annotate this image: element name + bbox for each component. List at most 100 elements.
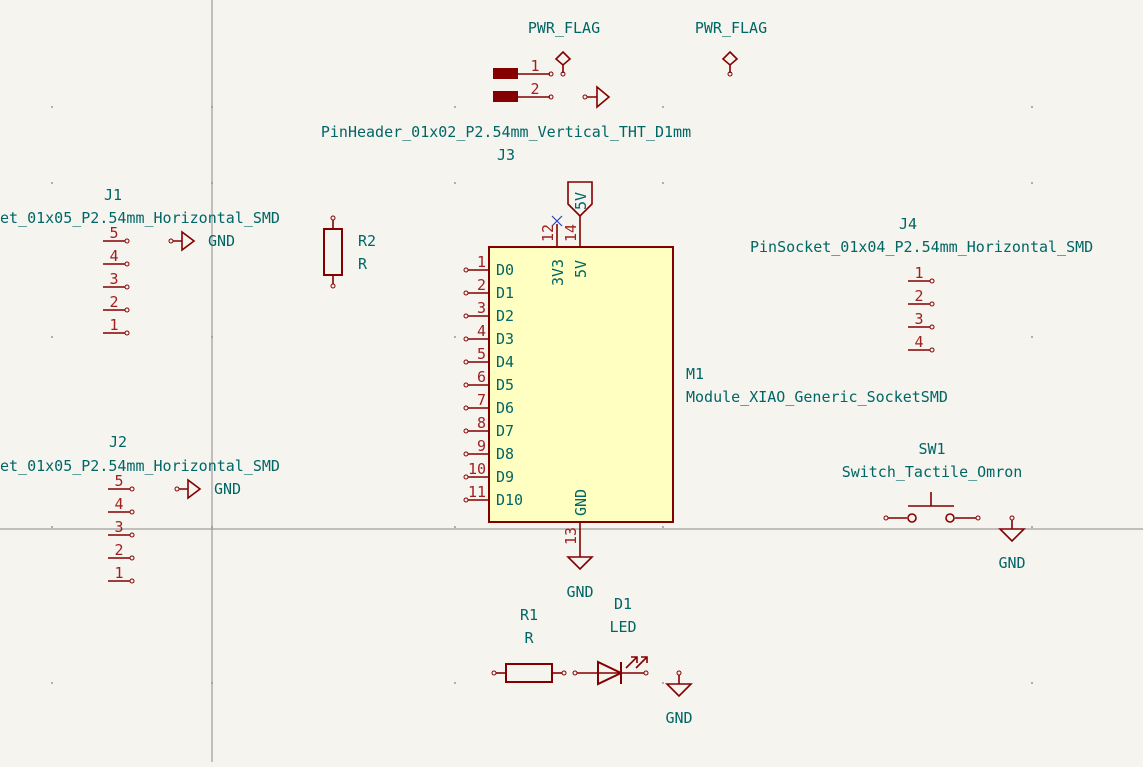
pin-endpoint [463,474,469,480]
component-value: PinSocket_01x04_P2.54mm_Horizontal_SMD [750,238,1093,256]
gnd-label: GND [208,232,235,250]
grid-dot [662,526,664,528]
gnd-symbol-d1[interactable]: GND [665,670,693,727]
power-5v-symbol[interactable]: 5V [567,181,593,218]
pin-number: 2 [114,541,123,559]
power-label: 5V [572,192,590,210]
pin-endpoint [929,347,935,353]
component-ref: J2 [109,433,127,451]
pin-endpoint [124,238,130,244]
pin-number: 2 [914,287,923,305]
pin-number: 1 [914,264,923,282]
grid-dot [51,526,53,528]
grid-dot [51,336,53,338]
component-value: R [358,255,368,273]
pin-endpoint [929,278,935,284]
pin-endpoint [929,324,935,330]
grid-dot [454,106,456,108]
connector-j4[interactable]: J4 PinSocket_01x04_P2.54mm_Horizontal_SM… [750,215,1093,353]
component-value: R [524,629,534,647]
component-value: et_01x05_P2.54mm_Horizontal_SMD [0,457,280,475]
pwr-flag-2[interactable]: PWR_FLAG [695,19,767,77]
grid-dot [662,106,664,108]
component-value: et_01x05_P2.54mm_Horizontal_SMD [0,209,280,227]
gnd-symbol-j1[interactable]: GND [168,230,235,252]
pin-name: 3V3 [549,259,567,286]
gnd-symbol-sw1[interactable]: GND [998,515,1026,572]
pwr-flag-label: PWR_FLAG [528,19,600,37]
pin-endpoint [463,405,469,411]
grid-dot [454,182,456,184]
pin-endpoint [463,497,469,503]
resistor-r1[interactable]: R1 R [491,606,567,683]
component-value: PinHeader_01x02_P2.54mm_Vertical_THT_D1m… [321,123,691,141]
component-ref: M1 [686,365,704,383]
pin-number: 3 [109,270,118,288]
pin-number: 1 [530,57,539,75]
pin-number: 5 [109,224,118,242]
connector-j3[interactable]: 1 2 PinHeader_01x02_P2.54mm_Vertical_THT… [321,57,691,164]
pin-number: 11 [468,483,486,501]
component-value: Module_XIAO_Generic_SocketSMD [686,388,948,406]
pin-number: 7 [477,391,486,409]
pin-endpoint [129,532,135,538]
pwr-flag-1[interactable]: PWR_FLAG [528,19,600,77]
pin-name: D10 [496,491,523,509]
gnd-label: GND [566,583,593,601]
gnd-symbol-m1[interactable]: GND [566,545,594,601]
gnd-symbol-j2[interactable]: GND [174,478,241,500]
component-value: LED [609,618,636,636]
pin-endpoint [463,313,469,319]
pin-number: 4 [914,333,923,351]
grid-dot [454,682,456,684]
component-ref: SW1 [918,440,945,458]
grid-dot [454,336,456,338]
component-ref: J3 [497,146,515,164]
component-ref: J4 [899,215,917,233]
pin-number: 3 [914,310,923,328]
pin-name: D0 [496,261,514,279]
pin-number: 2 [109,293,118,311]
gnd-label: GND [214,480,241,498]
grid-dot [454,526,456,528]
grid-dot [662,182,664,184]
pin-name: D2 [496,307,514,325]
gnd-label: GND [665,709,692,727]
component-ref: R1 [520,606,538,624]
resistor-r2[interactable]: R2 R [323,215,376,289]
pin-endpoint [129,509,135,515]
component-value: Switch_Tactile_Omron [842,463,1023,481]
pin-name: D4 [496,353,514,371]
pin-name: D7 [496,422,514,440]
pin-number: 9 [477,437,486,455]
component-ref: R2 [358,232,376,250]
pin-number: 10 [468,460,486,478]
pin-number: 14 [562,224,580,242]
grid-dot [1031,526,1033,528]
pin-name: 5V [572,260,590,278]
led-d1[interactable]: D1 LED [572,595,649,686]
pin-number: 5 [477,345,486,363]
pin-endpoint [463,336,469,342]
pin-number: 4 [109,247,118,265]
component-ref: D1 [614,595,632,613]
gnd-symbol-j3[interactable] [582,85,611,109]
pin-endpoint [124,261,130,267]
pin-name: D3 [496,330,514,348]
pin-number: 2 [530,80,539,98]
pin-number: 4 [477,322,486,340]
pin-endpoint [463,451,469,457]
pad-1 [493,68,518,79]
grid-dot [1031,336,1033,338]
switch-sw1[interactable]: SW1 Switch_Tactile_Omron [842,440,1023,523]
pin-number: 6 [477,368,486,386]
pin-number: 1 [477,253,486,271]
pin-number: 3 [114,518,123,536]
pin-name: GND [572,489,590,516]
pin-endpoint [124,330,130,336]
